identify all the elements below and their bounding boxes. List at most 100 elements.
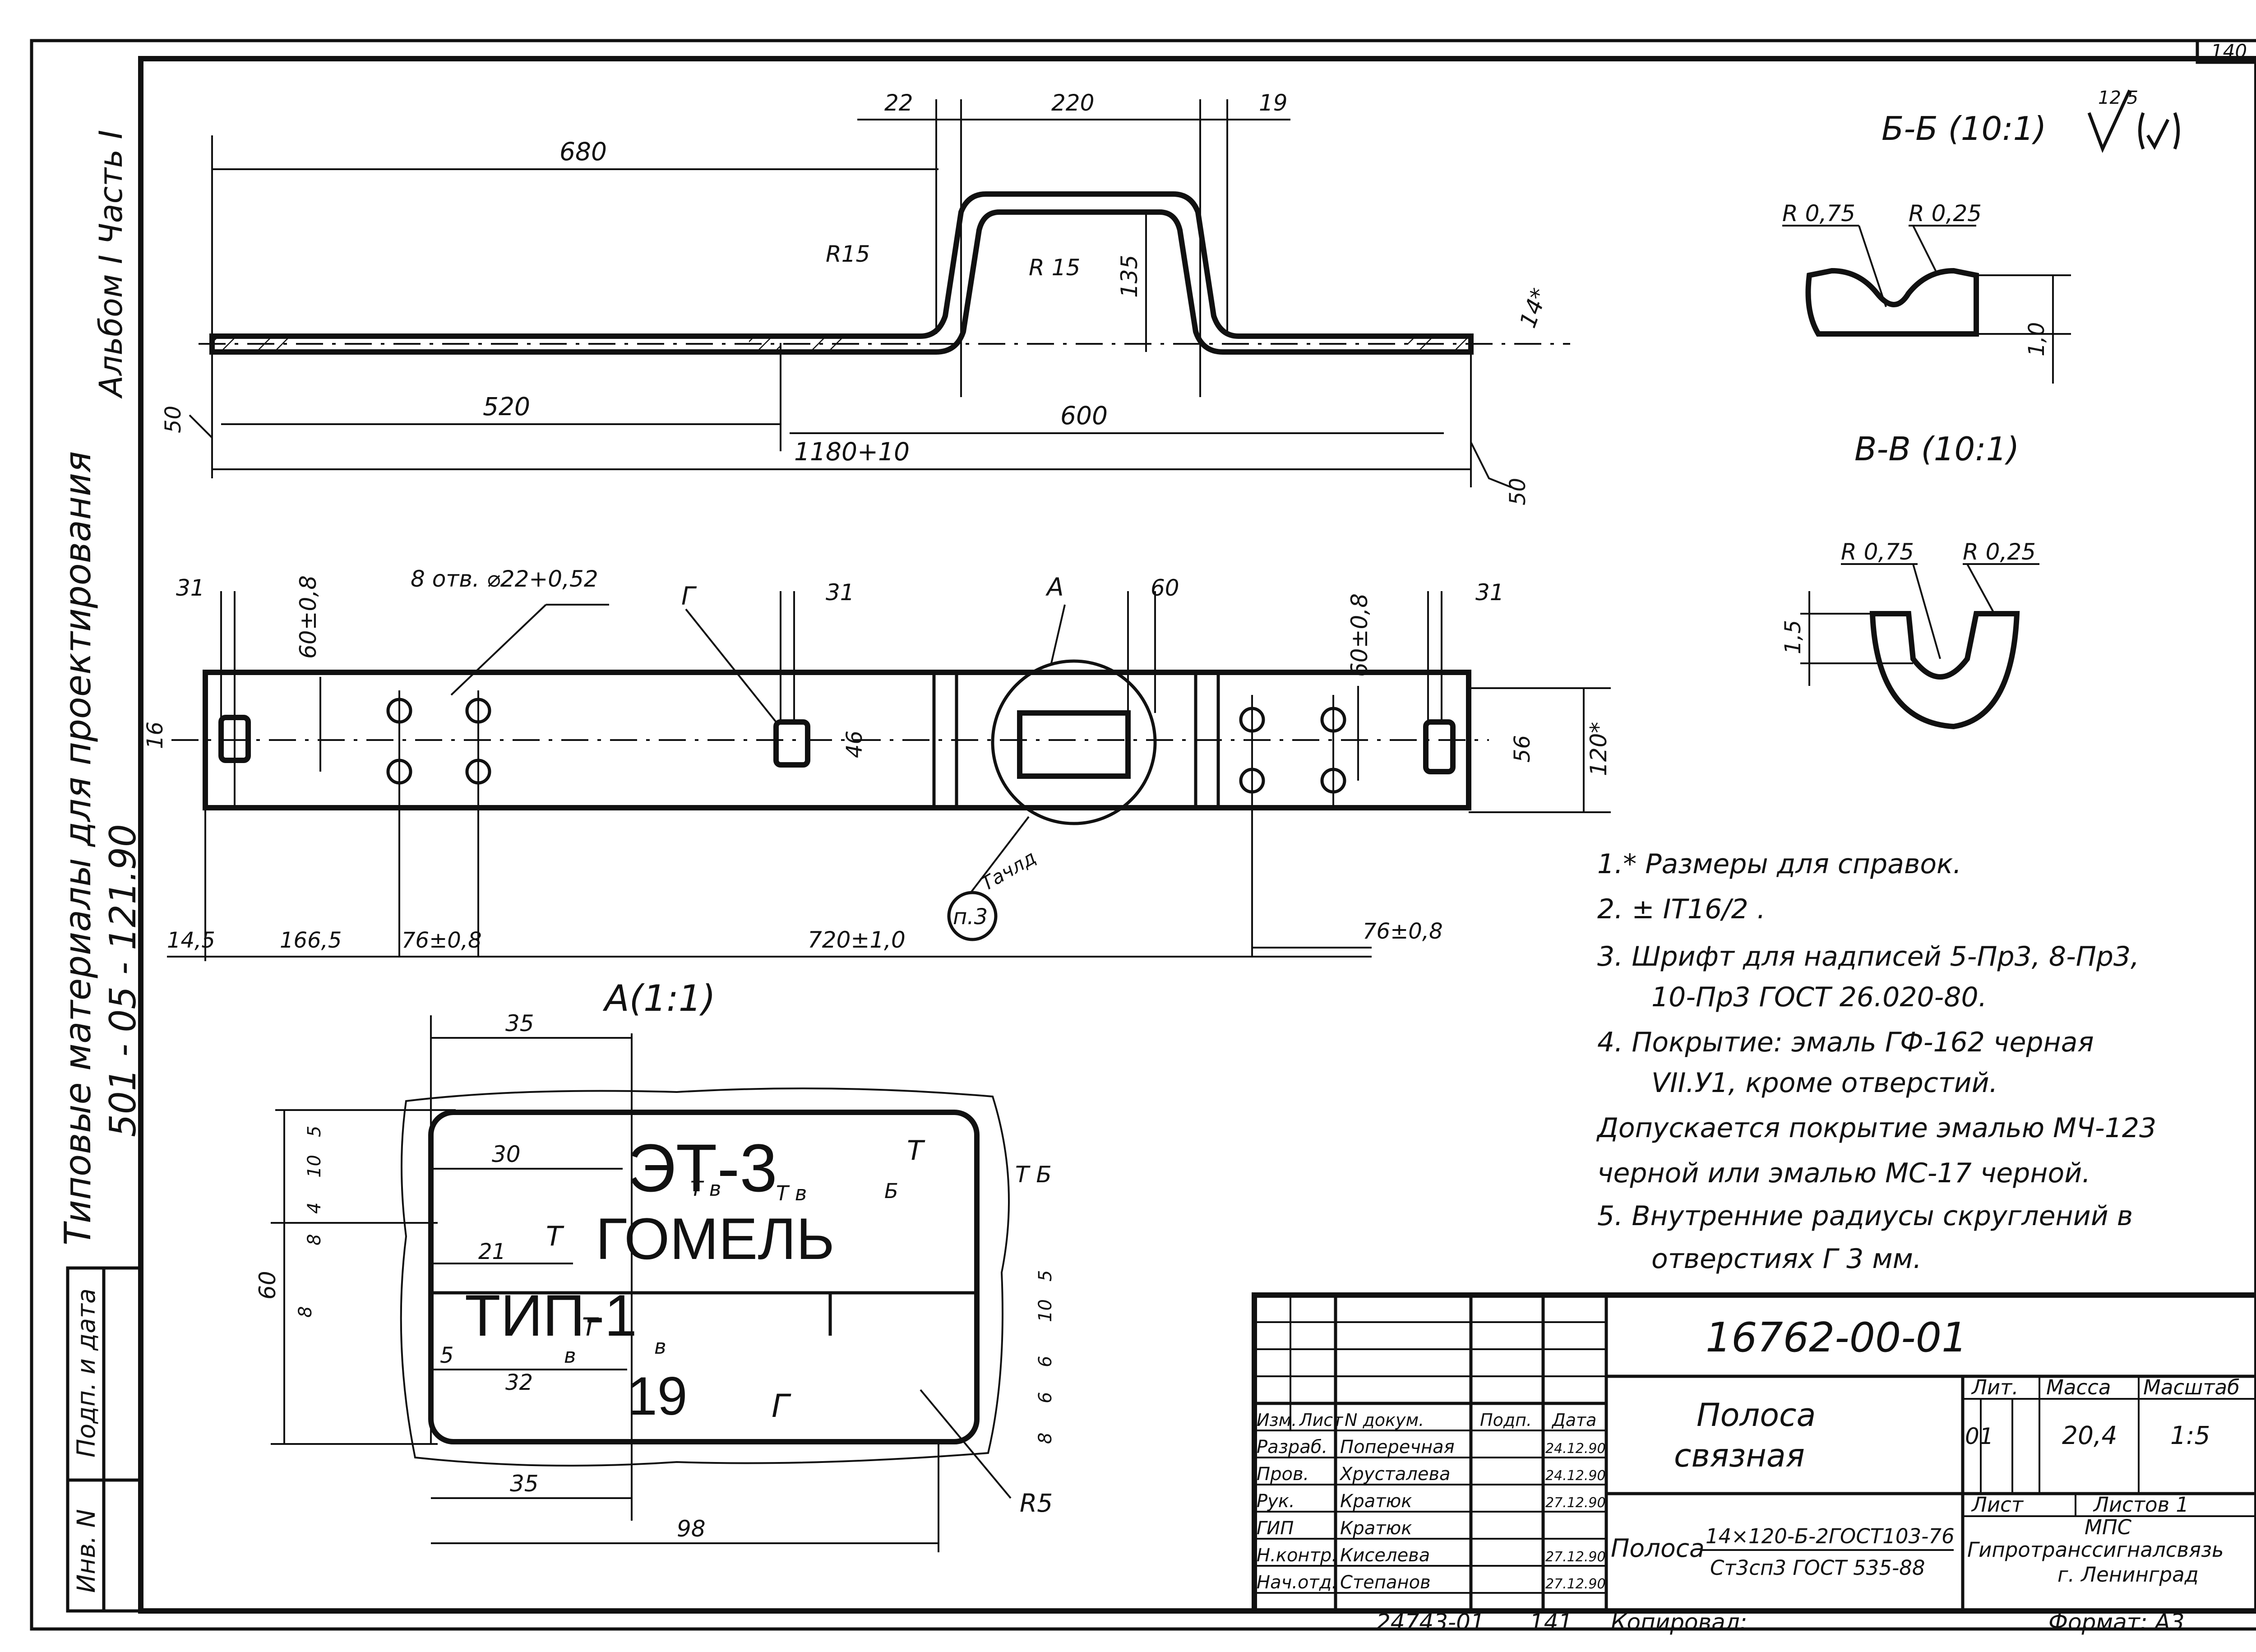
roughness-right: 50 [1505, 478, 1530, 505]
note-5b: отверстиях Г 3 мм. [1651, 1243, 1922, 1275]
title-block: Изм. Лист N докум. Подп. Дата Разраб. По… [1252, 1292, 2256, 1614]
material-bottom: Ст3сп3 ГОСТ 535-88 [1710, 1556, 1925, 1580]
sign-date-label: Подп. и дата [72, 1288, 101, 1458]
da-right-stack: 6 [1035, 1356, 1056, 1367]
tb-name: Киселева [1340, 1545, 1430, 1566]
dim-135: 135 [1116, 255, 1142, 298]
tb-role: Разраб. [1257, 1437, 1327, 1458]
note-4a: 4. Покрытие: эмаль ГФ-162 черная [1597, 1027, 2094, 1058]
da-dim-35-bottom: 35 [510, 1471, 539, 1497]
notes: 1.* Размеры для справок. 2. ± IT16/2 . 3… [1596, 848, 2156, 1275]
part-name-1: Полоса [1697, 1397, 1816, 1434]
dim-76-right: 76±0,8 [1363, 919, 1443, 944]
dim-76-left: 76±0,8 [402, 928, 482, 953]
album-label: Альбом I Часть I [92, 130, 129, 399]
tb-name: Степанов [1340, 1572, 1431, 1593]
callout-circle [947, 891, 998, 941]
series-title: Типовые материалы для проектирования [57, 451, 99, 1245]
slot-g [773, 719, 810, 768]
bent-strip-outline [209, 191, 1474, 355]
roughness-value: 12,5 [2098, 88, 2138, 108]
tb-date: 27.12.90 [1545, 1495, 1606, 1511]
side-stamp: Альбом I Часть I Типовые материалы для п… [57, 130, 144, 1613]
dim-16: 16 [143, 722, 168, 749]
dim-31-right: 31 [1475, 579, 1504, 606]
da-dim-5: 5 [440, 1343, 454, 1368]
da-left-stack: 8 [304, 1234, 325, 1245]
da-left-stack: 5 [304, 1126, 325, 1137]
dim-720: 720±1,0 [808, 927, 906, 953]
note-alt-b: черной или эмалью МС-17 черной. [1597, 1157, 2090, 1189]
dim-22: 22 [884, 90, 913, 116]
note-5a: 5. Внутренние радиусы скруглений в [1597, 1200, 2133, 1232]
tb-header: Изм. [1257, 1410, 1297, 1430]
sheets-label: Листов 1 [2093, 1493, 2189, 1517]
note-4b: VII.У1, кроме отверстий. [1651, 1067, 1998, 1099]
detail-a: А(1:1) ЭТ-3 ГОМЕЛЬ ТИП-1 19 35 30 21 5 3… [254, 977, 1056, 1552]
tb-header: Дата [1551, 1410, 1596, 1430]
dim-60-right: 60±0,8 [1346, 593, 1373, 677]
dim-120: 120* [1586, 722, 1612, 776]
vv-r2: R 0,25 [1963, 539, 2036, 565]
da-dim-32: 32 [505, 1370, 533, 1395]
dim-r15-right: R 15 [1029, 255, 1080, 281]
da-mark: Т в [776, 1181, 807, 1205]
slot-right [1423, 719, 1456, 774]
da-dim-21: 21 [478, 1239, 506, 1264]
da-right-stack: 5 [1035, 1270, 1056, 1282]
dim-60-mid: 60 [1151, 575, 1179, 601]
detail-a-break-outline [400, 1087, 1010, 1467]
format-label: Формат: А3 [2048, 1609, 2185, 1635]
slot-a [1017, 710, 1131, 779]
da-right-stack: 8 [1035, 1433, 1056, 1444]
da-mark: Т [582, 1313, 599, 1342]
inner-frame [138, 56, 2256, 1614]
note-alt-a: Допускается покрытие эмалью МЧ-123 [1596, 1112, 2156, 1144]
scale-value: 1:5 [2170, 1421, 2210, 1450]
drawing-number: 16762-00-01 [1706, 1314, 1967, 1361]
dim-holes: 8 отв. ⌀22+0,52 [411, 566, 598, 592]
material-prefix: Полоса [1611, 1534, 1705, 1563]
da-dim-98: 98 [677, 1516, 706, 1542]
sections: Б-Б (10:1) 12,5 R 0,75 R 0,25 1,0 В-В (1… [1780, 88, 2180, 730]
roughness-symbol [2087, 89, 2180, 153]
note-3a: 3. Шрифт для надписей 5-Пр3, 8-Пр3, [1597, 941, 2139, 972]
scale-label: Масштаб [2143, 1375, 2240, 1399]
bottom-page: 141 [1530, 1609, 1572, 1635]
note-3b: 10-Пр3 ГОСТ 26.020-80. [1651, 981, 1987, 1013]
dim-31-mid: 31 [826, 579, 855, 606]
bb-depth: 1,0 [2024, 322, 2049, 356]
inv-no-label: Инв. N [72, 1509, 101, 1593]
callout-note: Тачлд [977, 846, 1040, 895]
outer-frame [30, 39, 2256, 1631]
da-mark: Т в [690, 1177, 721, 1201]
note-1: 1.* Размеры для справок. [1597, 848, 1961, 880]
da-right-stack: 6 [1035, 1392, 1056, 1403]
plate-text-19: 19 [627, 1366, 687, 1426]
org-line-3: г. Ленинград [2057, 1563, 2199, 1587]
copied-label: Копировал: [1611, 1609, 1747, 1635]
title-block-header: Изм. Лист N докум. Подп. Дата [1257, 1410, 1596, 1430]
dim-14: 14* [1515, 285, 1553, 331]
tb-name: Кратюк [1340, 1491, 1412, 1512]
part-name-2: связная [1674, 1437, 1805, 1474]
bb-r2: R 0,25 [1909, 200, 1982, 227]
da-mark: в [654, 1335, 666, 1359]
roughness-left: 50 [161, 406, 186, 433]
tb-date: 27.12.90 [1545, 1576, 1606, 1592]
note-2: 2. ± IT16/2 . [1597, 893, 1766, 925]
side-view: 680 22 220 19 R15 R 15 135 14* 520 600 1… [161, 90, 1570, 505]
detail-a-circle [991, 659, 1157, 825]
tb-role: ГИП [1257, 1518, 1294, 1539]
dim-680: 680 [559, 137, 607, 166]
dim-46: 46 [842, 731, 867, 758]
dim-14-5: 14,5 [167, 928, 215, 953]
tb-role: Нач.отд. [1257, 1572, 1337, 1593]
dim-1180: 1180+10 [794, 437, 910, 466]
tb-role: Н.контр. [1257, 1545, 1337, 1566]
dim-220: 220 [1051, 90, 1094, 116]
plan-view: п.3 Тачлд 31 60±0,8 8 отв. ⌀22+0,52 Г 31… [143, 566, 1612, 961]
da-left-stack: 4 [304, 1203, 325, 1214]
da-left-stack: 8 [295, 1306, 316, 1318]
